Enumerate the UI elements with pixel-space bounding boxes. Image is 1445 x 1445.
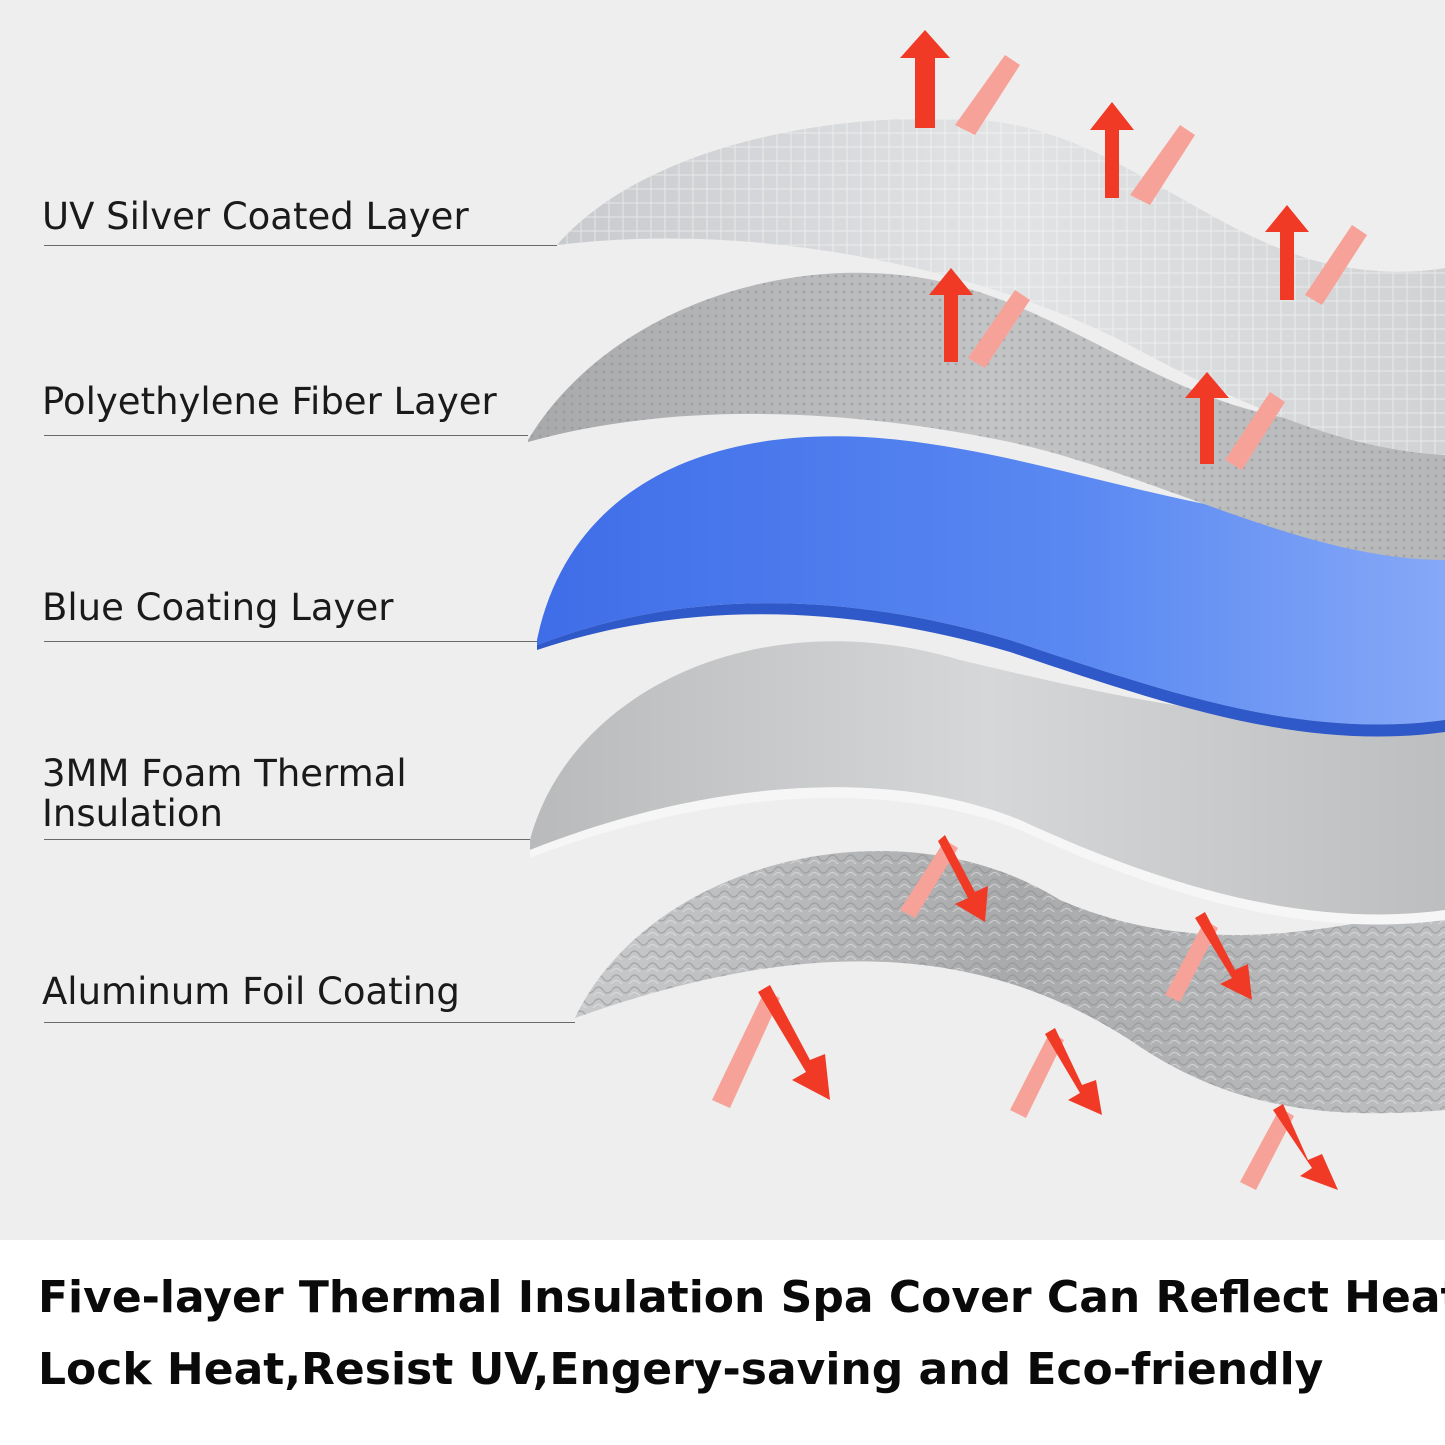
reflect-arrow-icon [929,268,1030,368]
reflect-arrow-icon [1185,372,1285,470]
reflect-arrow-icon [712,985,830,1108]
reflect-arrow-icon [1165,912,1252,1002]
layer-diagram: UV Silver Coated Layer Polyethylene Fibe… [0,0,1445,1240]
foam-insulation-leader-line [44,839,530,840]
reflect-arrow-icon [900,30,1020,135]
reflect-arrow-icon [1265,205,1367,305]
reflect-arrow-icon [900,835,988,922]
foam-insulation-label: 3MM Foam Thermal Insulation [42,752,407,835]
uv-silver-leader-line [44,245,557,246]
polyethylene-fiber-layer [528,272,1445,560]
caption: Five-layer Thermal Insulation Spa Cover … [38,1262,1445,1406]
reflect-arrow-icon [1010,1028,1102,1118]
reflect-arrow-icon [1240,1104,1338,1190]
blue-coating-leader-line [44,641,537,642]
aluminum-foil-leader-line [44,1022,575,1023]
caption-line-2: Lock Heat,Resist UV,Engery-saving and Ec… [38,1344,1324,1395]
aluminum-foil-label: Aluminum Foil Coating [42,970,460,1013]
layer-illustration [528,30,1445,1190]
caption-line-1: Five-layer Thermal Insulation Spa Cover … [38,1272,1445,1323]
uv-silver-label: UV Silver Coated Layer [42,195,469,238]
reflect-arrow-icon [1090,102,1195,205]
polyethylene-fiber-leader-line [44,435,528,436]
aluminum-foil-layer [575,851,1445,1114]
uv-silver-layer [557,118,1445,455]
polyethylene-fiber-label: Polyethylene Fiber Layer [42,380,497,423]
foam-insulation-layer [530,641,1445,925]
blue-coating-label: Blue Coating Layer [42,586,394,629]
